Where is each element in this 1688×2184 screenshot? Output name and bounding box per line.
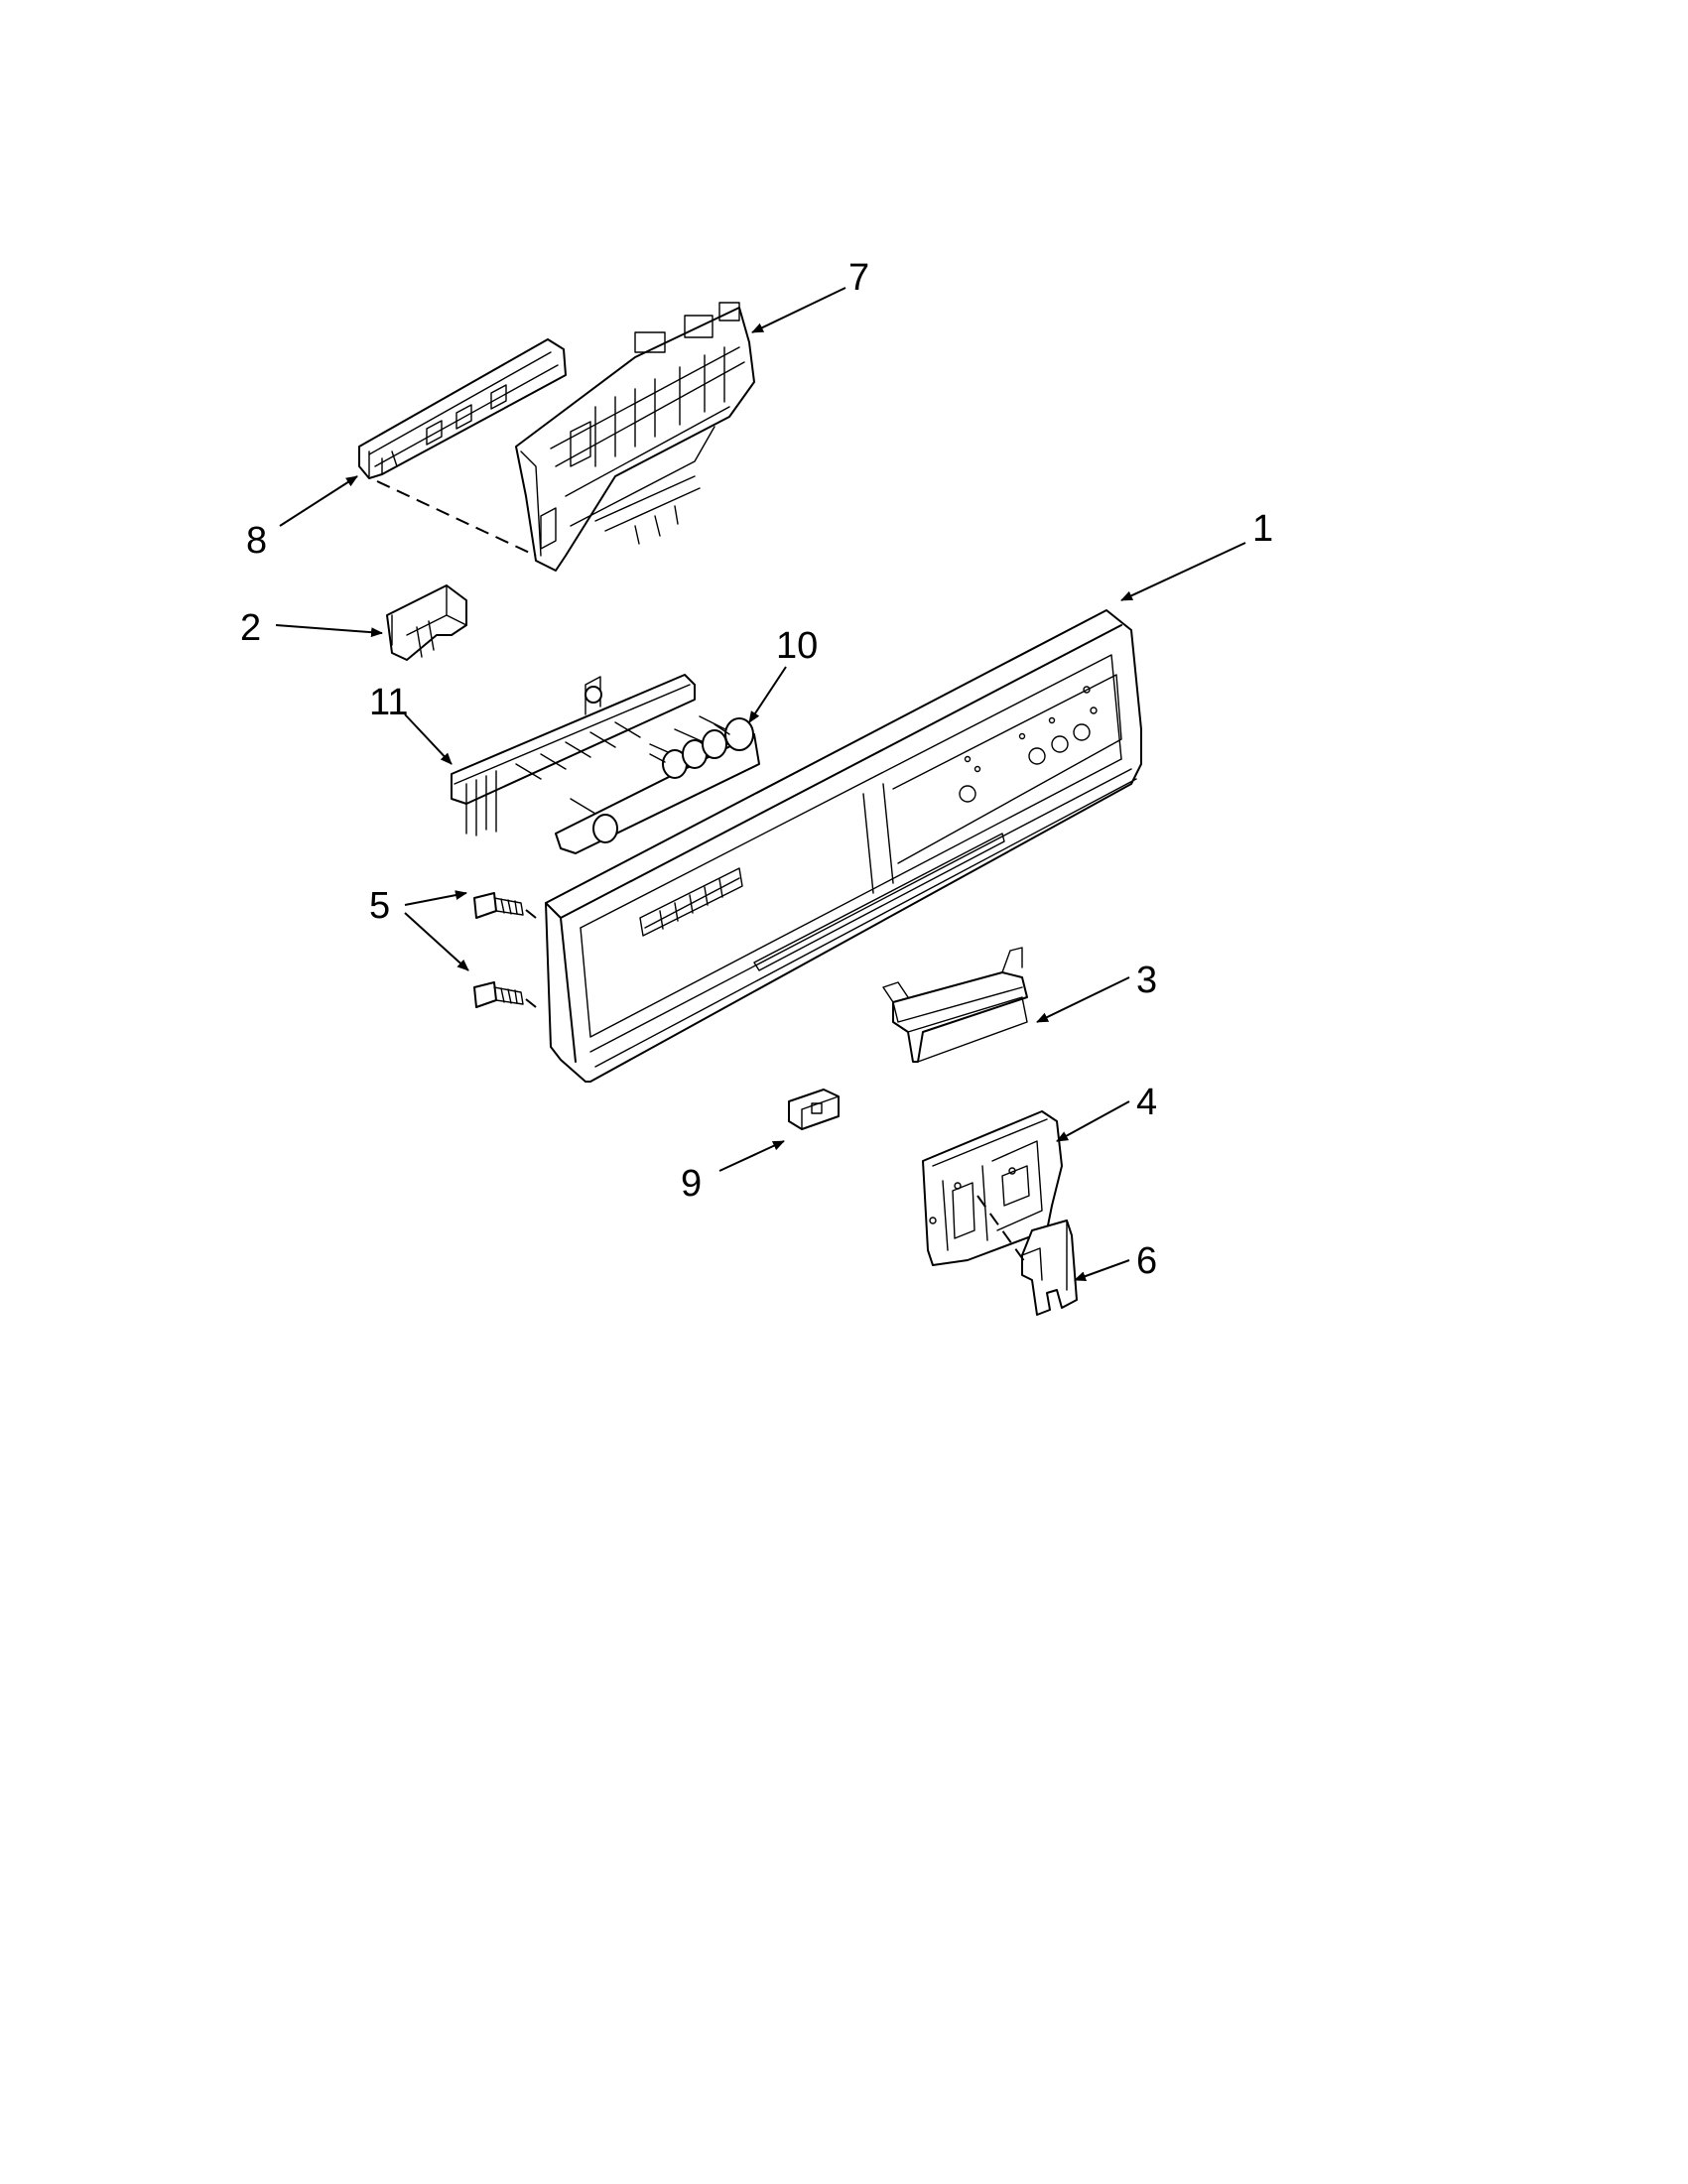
part-7-control-board	[515, 302, 755, 572]
callout-11: 11	[369, 682, 408, 723]
leader-arrow-6	[1074, 1259, 1130, 1281]
part-2-clip	[386, 584, 467, 661]
part-8-board-bracket	[358, 338, 567, 479]
part-10-push-buttons	[555, 715, 760, 854]
part-6-latch-hook	[1021, 1220, 1078, 1316]
part-8-alignment-line	[376, 480, 537, 557]
callout-8: 8	[246, 520, 267, 562]
leader-arrow-10	[748, 666, 787, 723]
leader-arrow-3	[1036, 976, 1130, 1023]
callout-4: 4	[1136, 1082, 1157, 1123]
callout-3: 3	[1136, 960, 1157, 1001]
leader-arrow-2	[275, 624, 383, 638]
part-1-control-panel	[545, 609, 1142, 1083]
leader-arrow-5b	[404, 912, 469, 971]
part-3-bracket	[882, 947, 1028, 1063]
leader-arrow-11	[404, 713, 453, 765]
part-6-alignment-line	[976, 1195, 1028, 1266]
part-4-latch-assembly	[922, 1110, 1063, 1266]
callout-9: 9	[681, 1163, 702, 1205]
callout-labels: 1 2 3 4 5 6 7 8 9 10 11	[240, 257, 1273, 1282]
leader-arrow-1	[1120, 542, 1246, 601]
callout-10: 10	[776, 625, 818, 667]
part-11-actuator-bar	[451, 674, 696, 836]
leader-arrow-9	[718, 1140, 785, 1172]
part-9-switch	[788, 1089, 840, 1130]
callout-6: 6	[1136, 1240, 1157, 1282]
callout-1: 1	[1252, 508, 1273, 550]
callout-7: 7	[848, 257, 869, 299]
leader-arrows	[275, 287, 1246, 1281]
part-5-screws	[473, 892, 537, 1008]
leader-arrow-7	[751, 287, 846, 333]
leader-arrow-4	[1056, 1100, 1130, 1142]
leader-arrow-5a	[404, 890, 467, 906]
callout-2: 2	[240, 607, 261, 649]
leader-arrow-8	[279, 475, 358, 527]
callout-5: 5	[369, 885, 390, 927]
